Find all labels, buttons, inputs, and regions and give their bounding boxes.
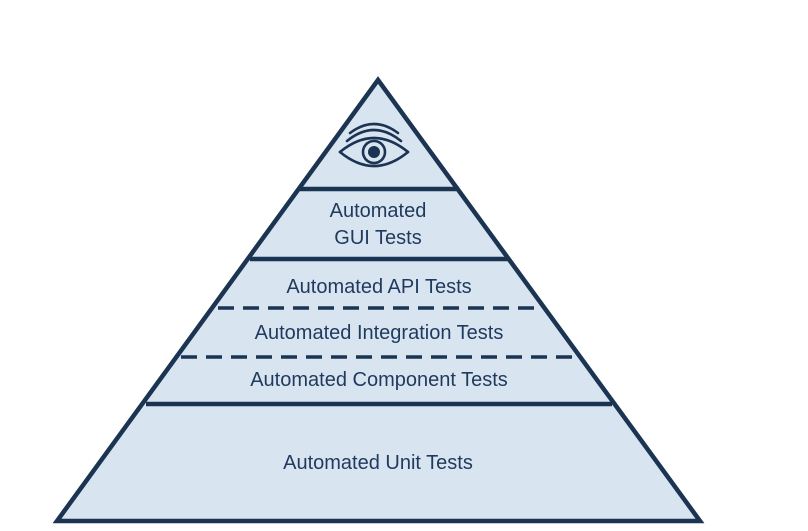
tier-integration-label: Automated Integration Tests [255, 322, 504, 344]
tier-gui-line-2: GUI Tests [334, 227, 421, 249]
tier-component-label: Automated Component Tests [250, 369, 508, 391]
eye-icon [338, 122, 410, 168]
tier-gui-line-1: Automated [330, 200, 427, 222]
pyramid-fill [57, 80, 700, 521]
tier-unit-label: Automated Unit Tests [283, 452, 473, 474]
tier-api-label: Automated API Tests [286, 276, 471, 298]
pyramid-outline [52, 76, 705, 524]
